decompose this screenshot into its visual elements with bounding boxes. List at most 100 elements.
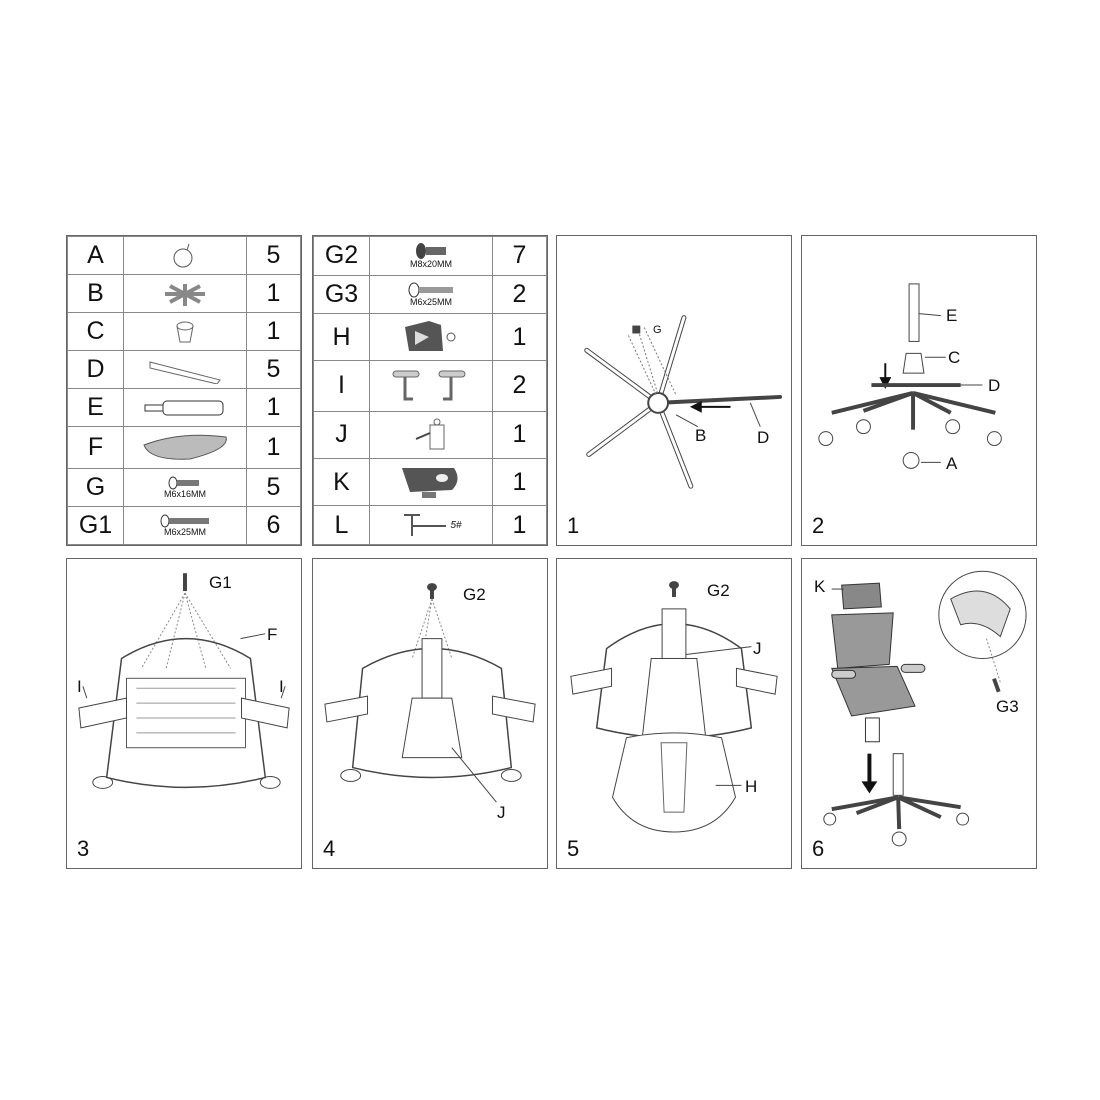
callout-g2: G2 (707, 581, 730, 600)
part-label: J (313, 410, 370, 459)
part-qty: 1 (246, 426, 301, 469)
headrest-icon (369, 457, 493, 507)
part-qty: 5 (246, 350, 301, 390)
callout-d: D (757, 428, 770, 447)
seat-armrest-illustration (78, 573, 290, 789)
final-assembly-illustration (823, 570, 1027, 847)
part-label: G2 (313, 236, 370, 276)
part-qty: 1 (246, 312, 301, 352)
callout-j: J (497, 803, 506, 822)
part-label: H (313, 312, 370, 362)
base-assembly-illustration (584, 315, 783, 489)
part-label: C (67, 312, 124, 352)
part-label: E (67, 388, 124, 428)
callout-i-right: I (279, 677, 284, 696)
part-qty: 6 (246, 505, 301, 546)
callout-g3: G3 (996, 697, 1019, 716)
part-qty: 1 (492, 457, 547, 507)
screw-spec: M8x20MM (409, 259, 452, 270)
part-label: K (313, 457, 370, 507)
callout-b: B (695, 426, 707, 445)
step-4-panel: G2 J 4 (312, 558, 548, 869)
base-leg-icon (123, 350, 247, 390)
callout-d: D (988, 376, 1001, 395)
part-qty: 2 (492, 360, 547, 412)
callout-i-left: I (77, 677, 82, 696)
step-6-panel: K G3 6 (801, 558, 1037, 869)
armrest-icon (369, 360, 493, 412)
part-label: B (67, 274, 124, 314)
part-qty: 1 (492, 505, 547, 545)
step-3-panel: G1 F I I 3 (66, 558, 302, 869)
step-1-panel: G B D 1 (556, 235, 792, 546)
callout-g: G (653, 324, 662, 336)
callout-g2: G2 (463, 585, 486, 604)
part-qty: 7 (492, 236, 547, 276)
part-label: G1 (67, 505, 124, 546)
step-5-panel: G2 J H 5 (556, 558, 792, 869)
part-qty: 5 (246, 467, 301, 507)
table-row: G M6x16MM 5 (67, 467, 301, 507)
step-number: 5 (567, 836, 580, 861)
part-label: F (67, 426, 124, 469)
part-qty: 2 (492, 274, 547, 314)
screw-icon: M6x25MM (123, 505, 247, 546)
part-qty: 1 (246, 274, 301, 314)
part-label: G (67, 467, 124, 507)
callout-j: J (753, 639, 762, 658)
callout-c: C (948, 348, 961, 367)
base-hub-icon (123, 274, 247, 314)
step-number: 1 (567, 513, 580, 538)
gas-cylinder-icon (123, 388, 247, 428)
part-qty: 1 (492, 312, 547, 362)
part-label: I (313, 360, 370, 412)
part-qty: 1 (246, 388, 301, 428)
screw-icon: M6x16MM (123, 467, 247, 507)
screw-icon: M6x25MM (369, 274, 493, 314)
part-qty: 1 (492, 410, 547, 459)
hex-key-size: 5# (450, 519, 462, 531)
callout-k: K (814, 577, 826, 596)
mechanism-icon (369, 410, 493, 459)
cylinder-cover-icon (123, 312, 247, 352)
step-number: 3 (77, 836, 90, 861)
part-label: G3 (313, 274, 370, 314)
callout-a: A (946, 454, 958, 473)
step-number: 4 (323, 836, 336, 861)
screw-spec: M6x16MM (163, 488, 206, 499)
step-number: 6 (812, 836, 825, 861)
part-label: A (67, 235, 124, 276)
bolt-icon: M8x20MM (369, 236, 493, 276)
callout-f: F (267, 625, 278, 644)
part-label: D (67, 350, 124, 390)
caster-wheel-icon (123, 235, 247, 276)
part-qty: 5 (246, 235, 301, 276)
screw-spec: M6x25MM (409, 296, 452, 307)
backrest-install-illustration (570, 581, 778, 833)
mechanism-install-illustration (324, 583, 536, 803)
cylinder-install-illustration (818, 283, 1002, 469)
screw-spec: M6x25MM (163, 526, 206, 537)
seat-icon (123, 426, 247, 469)
callout-e: E (946, 306, 958, 325)
callout-g1: G1 (209, 573, 232, 592)
step-number: 2 (812, 513, 825, 538)
backrest-icon (369, 312, 493, 362)
